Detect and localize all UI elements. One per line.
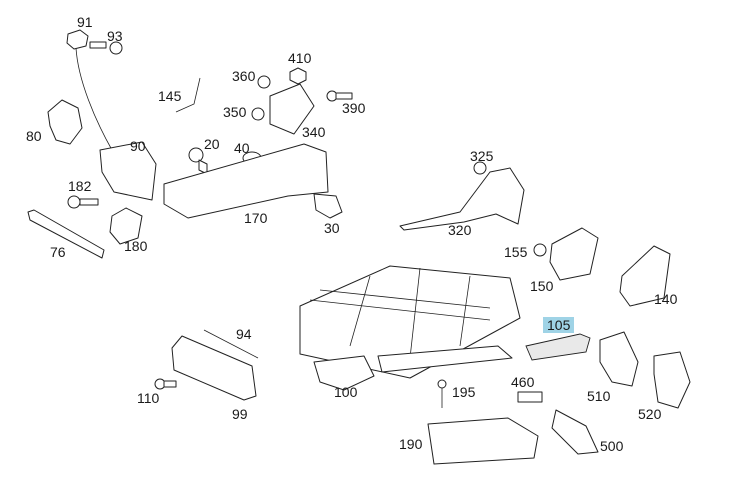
label-part-340[interactable]: 340 (302, 124, 326, 140)
part-190-base-plate (427, 417, 539, 465)
label-part-150[interactable]: 150 (530, 278, 554, 294)
part-94-rod (203, 329, 259, 359)
part-80-cover (47, 99, 83, 145)
label-part-105-highlighted[interactable]: 105 (543, 317, 575, 333)
part-99-tray (171, 335, 257, 401)
label-part-93[interactable]: 93 (107, 28, 123, 44)
part-320-rear-bar (399, 167, 525, 231)
part-105-trim (525, 333, 591, 361)
label-part-325[interactable]: 325 (470, 148, 494, 164)
part-110-rivet (154, 378, 177, 390)
part-182-screw (67, 195, 99, 209)
label-part-510[interactable]: 510 (587, 388, 611, 404)
part-145-lever (175, 77, 201, 113)
label-part-190[interactable]: 190 (399, 436, 423, 452)
label-part-76[interactable]: 76 (50, 244, 66, 260)
part-93-bolt (89, 41, 123, 55)
label-part-100[interactable]: 100 (334, 384, 358, 400)
part-155-washer (533, 243, 547, 257)
label-part-94[interactable]: 94 (236, 326, 252, 342)
label-part-80[interactable]: 80 (26, 128, 42, 144)
part-150-cover (549, 227, 599, 281)
label-part-91[interactable]: 91 (77, 14, 93, 30)
part-90-panel (99, 141, 157, 201)
part-390-bolt (326, 90, 353, 102)
label-part-500[interactable]: 500 (600, 438, 624, 454)
label-part-320[interactable]: 320 (448, 222, 472, 238)
label-part-410[interactable]: 410 (288, 50, 312, 66)
seat-frame-assembly (299, 265, 521, 379)
part-180-bracket (109, 207, 143, 245)
label-part-110[interactable]: 110 (137, 390, 160, 406)
label-part-520[interactable]: 520 (638, 406, 662, 422)
label-part-99[interactable]: 99 (232, 406, 248, 422)
label-part-140[interactable]: 140 (654, 291, 678, 307)
part-76-rail (27, 209, 105, 259)
label-part-390[interactable]: 390 (342, 100, 366, 116)
part-500-trim (551, 409, 599, 455)
label-part-182[interactable]: 182 (68, 178, 92, 194)
part-325-washer (473, 161, 487, 175)
label-part-350[interactable]: 350 (223, 104, 247, 120)
part-520-pad (653, 351, 691, 409)
part-140-bracket (619, 245, 671, 307)
label-part-360[interactable]: 360 (232, 68, 256, 84)
label-part-170[interactable]: 170 (244, 210, 268, 226)
label-part-155[interactable]: 155 (504, 244, 528, 260)
label-part-460[interactable]: 460 (511, 374, 535, 390)
part-510-panel (599, 331, 639, 387)
label-part-90[interactable]: 90 (130, 138, 146, 154)
label-part-40[interactable]: 40 (234, 140, 250, 156)
part-460-clip (517, 391, 543, 403)
label-part-195[interactable]: 195 (452, 384, 476, 400)
label-part-20[interactable]: 20 (204, 136, 220, 152)
part-100-cover (313, 355, 375, 391)
part-170-side-frame (163, 143, 329, 219)
part-340-bracket (251, 75, 315, 135)
label-part-145[interactable]: 145 (158, 88, 182, 104)
part-410-nut (289, 67, 307, 85)
part-30-cap (313, 193, 343, 219)
part-195-screw (437, 379, 447, 408)
part-91-clip (66, 29, 113, 151)
label-part-30[interactable]: 30 (324, 220, 340, 236)
label-part-180[interactable]: 180 (124, 238, 148, 254)
